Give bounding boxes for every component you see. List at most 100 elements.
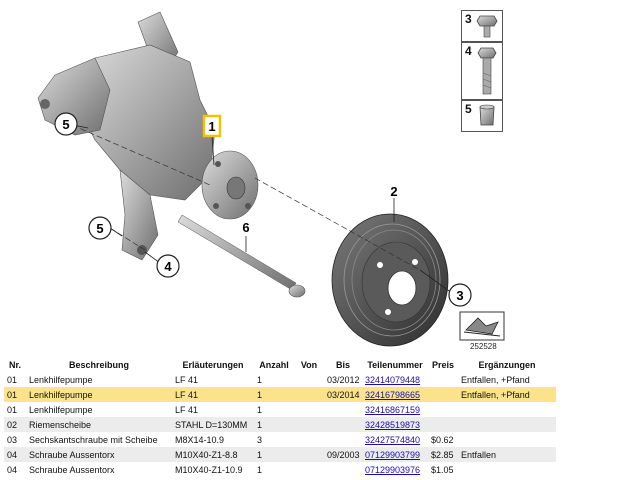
cell-part-number: 32428519873 [362,417,428,432]
reference-icon-box [459,311,505,341]
cell-nr: 01 [4,387,26,402]
cell-from [294,432,324,447]
callout-6[interactable]: 6 [242,220,249,235]
cell-from [294,372,324,387]
diagram-drawing: 1 2 3 4 5 5 6 [37,11,505,347]
cell-from [294,402,324,417]
cell-notes: Entfallen, +Pfand [461,374,530,385]
hex-bolt-icon [476,15,498,38]
cell-quantity: 1 [257,374,263,385]
callout-5-lower-label: 5 [96,221,103,236]
thumbnail-3-number: 3 [465,12,472,26]
callout-2-label: 2 [390,184,397,199]
cell-to [324,417,362,432]
thumbnail-4-number: 4 [465,44,472,58]
thumbnail-5-number: 5 [465,102,472,116]
callout-1[interactable]: 1 [202,114,222,138]
alignment-lines [71,124,421,271]
callout-4-label: 4 [164,259,172,274]
callout-1-label: 1 [208,119,215,134]
cell-quantity: 1 [254,447,294,462]
cell-nr: 04 [7,464,18,475]
col-header-explanation: Erläuterungen [182,360,244,370]
cell-from [294,417,324,432]
callout-4[interactable]: 4 [156,254,180,278]
pump-assembly [37,11,259,261]
cell-quantity: 1 [254,387,294,402]
cell-price [428,372,458,387]
cell-part-number: 32414079448 [362,372,428,387]
col-header-notes: Ergänzungen [478,360,536,370]
pulley [331,213,449,347]
cell-price [428,417,458,432]
cell-explanation: LF 41 [175,404,199,415]
sleeve-icon [479,104,495,126]
thumbnail-part-5[interactable]: 5 [461,100,503,132]
cell-from [294,462,324,477]
callout-5-upper[interactable]: 5 [54,112,78,136]
thumbnail-part-4[interactable]: 4 [461,42,503,100]
callout-5-lower[interactable]: 5 [88,216,112,240]
cell-notes: Entfallen, +Pfand [458,387,556,402]
cell-description: Schraube Aussentorx [26,447,172,462]
diagram-reference-number: 252528 [470,342,497,351]
cell-description: Lenkhilfepumpe [29,374,93,385]
cell-price [428,387,458,402]
cell-description: Schraube Aussentorx [29,464,115,475]
col-header-from: Von [300,360,318,370]
table-header-row: Nr. Beschreibung Erläuterungen Anzahl Vo… [4,358,556,372]
cell-nr: 01 [7,404,18,415]
cell-description: Lenkhilfepumpe [26,387,172,402]
cell-price: $1.05 [431,464,454,475]
cell-nr: 02 [4,417,26,432]
cell-price: $0.62 [431,434,454,445]
part-number-link[interactable]: 32416867159 [365,404,421,415]
callout-3-label: 3 [456,288,463,303]
cell-notes [458,432,556,447]
part-number-link[interactable]: 32427574840 [365,434,421,445]
cell-nr: 04 [4,447,26,462]
col-header-part-number: Teilenummer [367,360,423,370]
thumbnail-part-3[interactable]: 3 [461,10,503,42]
cell-price [428,402,458,417]
part-number-link[interactable]: 07129903799 [365,449,421,460]
cell-to: 09/2003 [324,447,362,462]
cell-nr: 01 [7,374,18,385]
cell-quantity: 1 [257,404,263,415]
exploded-parts-diagram: 1 2 3 4 5 5 6 3 [37,10,505,351]
cell-part-number: 07129903976 [362,462,428,477]
col-header-quantity: Anzahl [259,360,289,370]
cell-notes [458,417,556,432]
callout-3[interactable]: 3 [448,283,472,307]
table-row[interactable]: 04 Schraube Aussentorx M10X40-Z1-10.9 1 0712… [4,462,556,477]
cell-quantity: 3 [257,434,263,445]
cell-description: Riemenscheibe [26,417,172,432]
cell-part-number: 32416798665 [362,387,428,402]
torx-bolt-icon [477,47,497,95]
cell-explanation: M8X14-10.9 [175,434,225,445]
cell-from [294,447,324,462]
parts-table: Nr. Beschreibung Erläuterungen Anzahl Vo… [4,358,556,477]
cell-to [324,402,362,417]
cell-quantity: 1 [257,464,263,475]
cell-notes: Entfallen [458,447,556,462]
col-header-to: Bis [335,360,350,370]
cell-explanation: M10X40-Z1-8.8 [172,447,254,462]
cell-explanation: LF 41 [172,387,254,402]
col-header-nr: Nr. [8,360,21,370]
part-number-link[interactable]: 32414079448 [365,374,421,385]
part-number-link[interactable]: 07129903976 [365,464,421,475]
part-number-link[interactable]: 32428519873 [365,419,421,430]
cell-nr: 03 [7,434,18,445]
cell-price: $2.85 [428,447,458,462]
cell-explanation: M10X40-Z1-10.9 [175,464,243,475]
part-number-link[interactable]: 32416798665 [365,389,421,400]
cell-to: 03/2014 [324,387,362,402]
callout-2[interactable]: 2 [390,184,397,199]
